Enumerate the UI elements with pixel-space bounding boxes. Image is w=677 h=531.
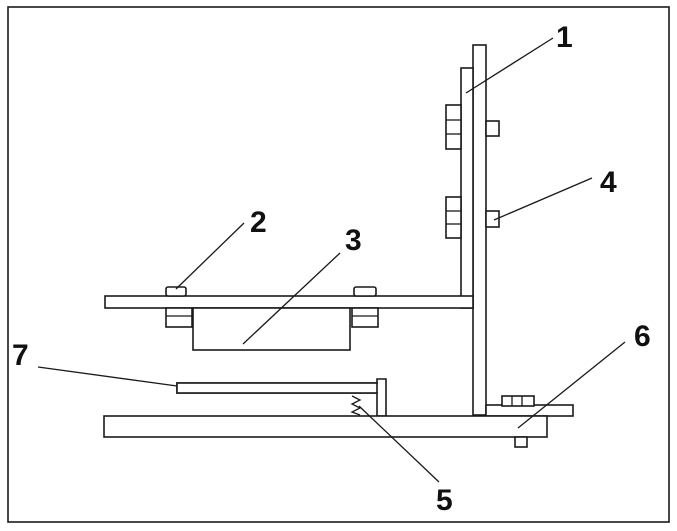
- bolt-head-right: [353, 286, 377, 297]
- vertical-plate-outer: [472, 44, 487, 416]
- foot-bolt-head: [501, 395, 535, 407]
- mounting-block: [192, 307, 351, 351]
- label-2: 2: [250, 206, 267, 239]
- label-4: 4: [600, 166, 617, 199]
- bolt-head-upper: [445, 104, 462, 150]
- label-5: 5: [436, 484, 453, 517]
- bolt-head-left: [165, 286, 187, 297]
- leader-5: [358, 405, 440, 483]
- leader-2: [175, 222, 245, 290]
- upper-plate-assembly: [104, 286, 474, 351]
- label-1: 1: [556, 21, 573, 54]
- label-3: 3: [345, 224, 362, 257]
- bolt-nut-left: [165, 307, 193, 328]
- leader-1: [465, 37, 554, 94]
- leader-6: [517, 341, 626, 429]
- figure-frame: [7, 6, 670, 523]
- vertical-bolts: [445, 104, 500, 239]
- bolt-head-lower: [445, 196, 462, 239]
- label-6: 6: [634, 320, 651, 353]
- vertical-bracket: [460, 44, 574, 417]
- vertical-plate-inner: [460, 67, 474, 309]
- leader-3: [242, 252, 341, 345]
- leader-7: [37, 366, 178, 387]
- bolt-nut-right: [351, 307, 379, 328]
- stepped-plate-arm: [176, 382, 378, 394]
- upper-horizontal-plate: [104, 295, 474, 309]
- base-plate: [103, 415, 548, 438]
- spring: [350, 395, 362, 416]
- leader-4: [493, 177, 593, 221]
- foot-bolt-nut: [514, 436, 528, 448]
- bolt-nut-upper: [485, 120, 500, 137]
- bolt-nut-lower: [485, 210, 500, 228]
- label-7: 7: [12, 339, 29, 372]
